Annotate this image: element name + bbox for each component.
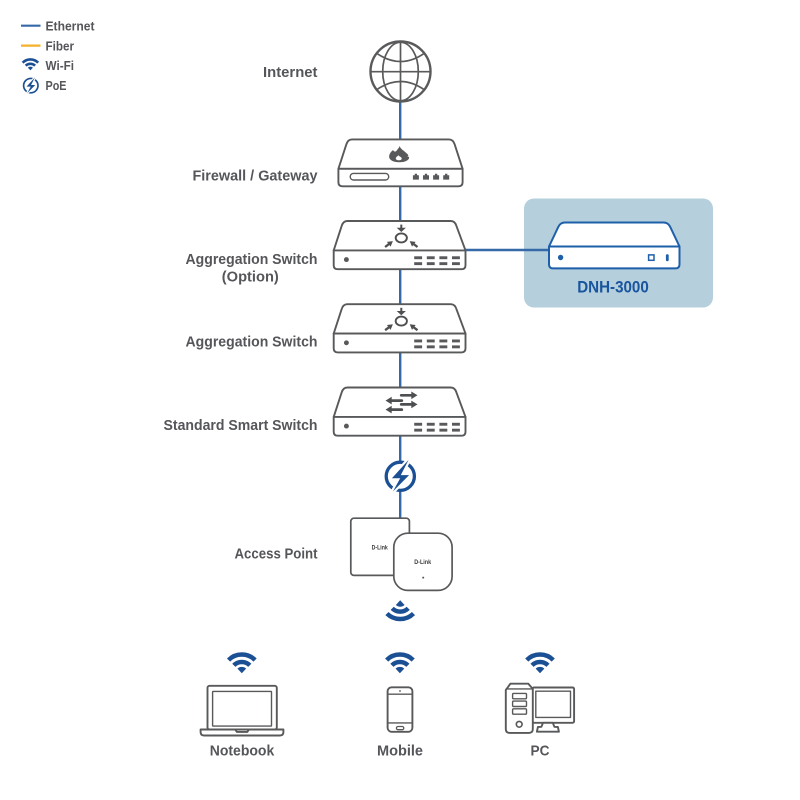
svg-text:Ethernet: Ethernet	[46, 18, 96, 33]
svg-text:Access Point: Access Point	[235, 546, 318, 562]
svg-text:Standard Smart Switch: Standard Smart Switch	[164, 418, 318, 434]
svg-text:(Option): (Option)	[222, 269, 279, 285]
svg-text:Aggregation Switch: Aggregation Switch	[186, 335, 318, 351]
svg-text:Aggregation Switch: Aggregation Switch	[186, 252, 318, 268]
svg-text:PC: PC	[531, 743, 550, 760]
svg-text:DNH-3000: DNH-3000	[577, 279, 649, 297]
svg-text:D-Link: D-Link	[414, 559, 431, 566]
svg-text:Fiber: Fiber	[46, 38, 75, 53]
svg-text:Firewall / Gateway: Firewall / Gateway	[193, 168, 318, 184]
svg-text:Notebook: Notebook	[210, 743, 275, 760]
svg-text:Wi-Fi: Wi-Fi	[46, 58, 75, 73]
svg-text:Mobile: Mobile	[377, 743, 423, 760]
svg-text:D-Link: D-Link	[372, 545, 389, 552]
svg-text:PoE: PoE	[46, 78, 67, 93]
svg-text:Internet: Internet	[263, 65, 318, 81]
